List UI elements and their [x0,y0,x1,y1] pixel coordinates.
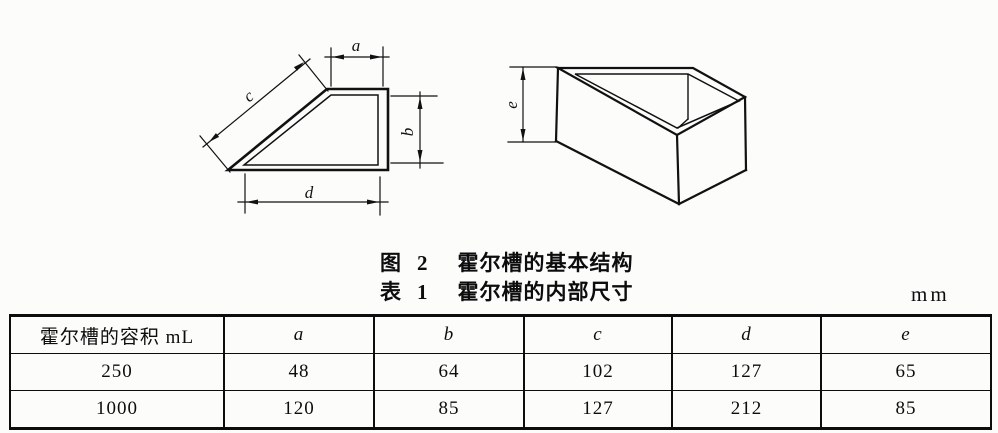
table-header-volume: 霍尔槽的容积 mL [9,315,225,354]
arrowhead [370,54,382,60]
table-row: 1000 120 85 127 212 85 [9,390,992,429]
figure-caption-label: 图 [380,252,401,275]
inner-wall-outline [241,94,379,166]
rim-inner [574,73,741,129]
arrowhead [417,150,423,162]
dimension-b [390,91,444,169]
dimension-label-c: c [240,86,258,106]
arrowhead [367,199,379,205]
hull-cell-cross-section: a c b d [199,36,444,216]
dimensions-table: 霍尔槽的容积 mL a b c d e 250 48 64 102 127 65… [9,314,992,430]
dimension-c [199,54,329,173]
table-header-e: e [820,315,992,354]
dimension-d [237,173,389,216]
dimension-label-a: a [352,36,361,55]
table-header-c: c [523,315,673,354]
dimension-label-b: b [398,128,417,137]
arrowhead [209,133,220,142]
table-cell: 212 [671,390,822,429]
arrowhead [520,129,526,141]
table-caption-label: 表 [380,281,401,304]
table-caption-title: 霍尔槽的内部尺寸 [457,281,634,304]
table-cell: 120 [223,390,375,429]
hull-cell-figure: a c b d [199,36,748,216]
table-cell: 127 [523,390,673,429]
dimension-e [507,66,558,143]
table-row: 250 48 64 102 127 65 [9,353,992,391]
table-cell: 48 [223,353,375,391]
arrowhead [332,54,344,60]
table-cell: 65 [820,353,992,391]
figure-caption-number: 2 [417,251,428,275]
figure-caption-title: 霍尔槽的基本结构 [457,252,634,275]
body-edges [554,66,748,206]
table-cell: 127 [671,353,822,391]
arrowhead [520,68,526,80]
hull-cell-3d-view: e [502,66,748,206]
table-cell: 64 [373,353,525,391]
dimension-label-d: d [305,183,314,202]
arrowhead [417,97,423,109]
table-cell: 85 [373,390,525,429]
dimension-label-e: e [502,101,521,109]
unit-label: mm [911,282,950,306]
table-header-b: b [373,315,525,354]
table-header-d: d [671,315,822,354]
arrowhead [246,199,258,205]
outer-wall-outline [224,87,390,172]
table-header-row: 霍尔槽的容积 mL a b c d e [9,315,992,354]
interior-edges [677,74,689,129]
table-header-a: a [223,315,375,354]
dimension-a [324,46,390,87]
rim-outer [553,66,748,137]
table-caption-number: 1 [417,280,428,304]
table-cell: 102 [523,353,673,391]
table-cell: 1000 [9,390,225,429]
table-cell: 85 [820,390,992,429]
table-cell: 250 [9,353,225,391]
arrowhead [293,62,304,71]
